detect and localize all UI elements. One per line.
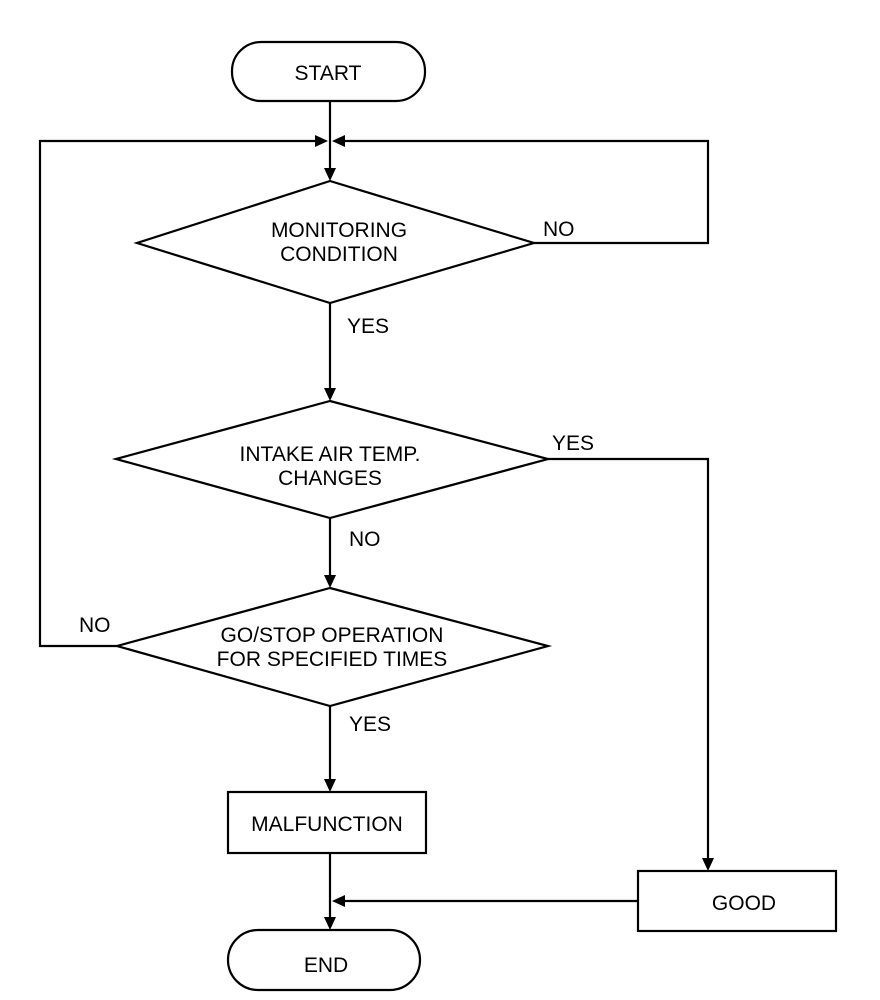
intake-air-temp-decision — [111, 399, 553, 520]
malfunction-box — [226, 790, 428, 855]
malfunction-label: MALFUNCTION — [251, 813, 403, 836]
good-label: GOOD — [712, 892, 776, 915]
intake-air-temp-label-line1: INTAKE AIR TEMP. — [240, 443, 421, 466]
start-terminator — [230, 40, 427, 103]
go-stop-operation-label-line2: FOR SPECIFIED TIMES — [217, 648, 448, 671]
go-stop-operation-decision — [112, 586, 553, 708]
arrowhead-good-top — [702, 858, 714, 871]
arrowhead-go-stop-top — [324, 575, 336, 588]
intake-no-label: NO — [349, 528, 381, 551]
connector-monitoring-no-loop — [344, 139, 710, 245]
arrowhead-malfunction-top — [324, 779, 336, 792]
monitoring-condition-label-line1: MONITORING — [271, 219, 407, 242]
good-box — [636, 869, 838, 933]
go-stop-yes-label: YES — [349, 713, 391, 736]
arrowhead-go-stop-no-merge — [315, 135, 328, 147]
monitoring-no-label: NO — [543, 218, 575, 241]
arrowhead-good-merge — [332, 895, 345, 907]
arrowhead-monitoring-no-merge — [332, 135, 345, 147]
arrowhead-end-top — [324, 917, 336, 930]
end-terminator — [226, 928, 422, 992]
monitoring-condition-label-line2: CONDITION — [280, 243, 398, 266]
end-label: END — [304, 954, 348, 977]
go-stop-operation-label-line1: GO/STOP OPERATION — [221, 624, 444, 647]
arrowhead-intake-top — [324, 388, 336, 401]
monitoring-yes-label: YES — [347, 315, 389, 338]
connector-go-stop-no-loop — [38, 139, 316, 648]
go-stop-no-label: NO — [79, 614, 111, 637]
start-label: START — [295, 62, 362, 85]
intake-air-temp-label-line2: CHANGES — [278, 467, 382, 490]
monitoring-condition-decision — [133, 179, 538, 305]
connector-intake-yes — [548, 457, 710, 860]
arrowhead-monitoring-top — [324, 168, 336, 181]
intake-yes-label: YES — [552, 432, 594, 455]
